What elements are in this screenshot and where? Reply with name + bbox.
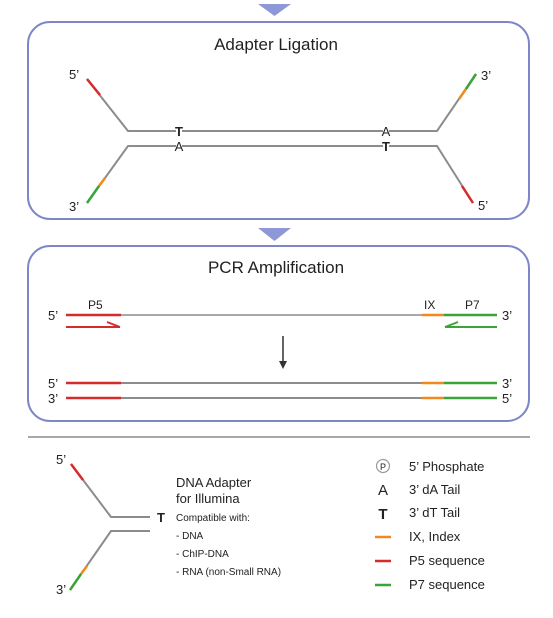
amplification-arrow <box>279 336 287 369</box>
adapter-compatible-heading: Compatible with: <box>176 513 250 524</box>
a-overhang-right: A <box>382 124 391 139</box>
pcr-panel <box>27 245 530 422</box>
product-top-right-label: 3’ <box>502 376 512 391</box>
primer-p5-label: P5 <box>88 298 103 312</box>
flow-arrow-middle <box>258 228 291 241</box>
adapter-t-overhang: T <box>157 510 165 525</box>
adapter-illustration <box>68 463 150 591</box>
left-adapter <box>85 78 176 204</box>
primer-p7-arrow <box>444 321 497 328</box>
legend-t-icon: T <box>378 506 387 523</box>
adapter-compatible-item: - RNA (non-Small RNA) <box>176 567 281 578</box>
legend-a-label: 3’ dA Tail <box>409 482 460 497</box>
flow-arrow-top <box>258 4 291 16</box>
left-bottom-end-label: 3’ <box>69 199 79 214</box>
svg-text:P: P <box>380 462 386 472</box>
right-bottom-end-label: 5’ <box>478 198 488 213</box>
right-top-end-label: 3’ <box>481 68 491 83</box>
ligation-title: Adapter Ligation <box>214 35 338 54</box>
legend: P 5’ Phosphate A 3’ dA Tail T 3’ dT Tail… <box>375 458 485 592</box>
right-adapter <box>389 73 478 204</box>
legend-index-label: IX, Index <box>409 529 461 544</box>
index-label: IX <box>424 298 435 312</box>
adapter-compatible-item: - ChIP-DNA <box>176 549 229 560</box>
a-overhang-left: A <box>175 139 184 154</box>
primer-p5-arrow <box>66 321 121 328</box>
product-top-left-label: 5’ <box>48 376 58 391</box>
legend-phosphate-label: 5’ Phosphate <box>409 459 484 474</box>
adapter-bottom-end-label: 3’ <box>56 582 66 597</box>
legend-p7-label: P7 sequence <box>409 577 485 592</box>
legend-phosphate-icon: P <box>375 458 391 474</box>
pcr-right-end-label: 3’ <box>502 308 512 323</box>
left-top-end-label: 5’ <box>69 67 79 82</box>
adapter-title-line2: for Illumina <box>176 491 240 506</box>
legend-a-icon: A <box>378 482 388 499</box>
pcr-left-end-label: 5’ <box>48 308 58 323</box>
t-overhang-right: T <box>382 139 390 154</box>
adapter-title-line1: DNA Adapter <box>176 475 252 490</box>
adapter-top-end-label: 5’ <box>56 452 66 467</box>
legend-p5-label: P5 sequence <box>409 553 485 568</box>
ligation-panel <box>27 21 530 220</box>
primer-p7-label: P7 <box>465 298 480 312</box>
product-bottom-right-label: 5’ <box>502 391 512 406</box>
product-bottom-left-label: 3’ <box>48 391 58 406</box>
adapter-compatible-item: - DNA <box>176 531 204 542</box>
pcr-title: PCR Amplification <box>208 258 344 277</box>
legend-t-label: 3’ dT Tail <box>409 505 460 520</box>
t-overhang-left: T <box>175 124 183 139</box>
